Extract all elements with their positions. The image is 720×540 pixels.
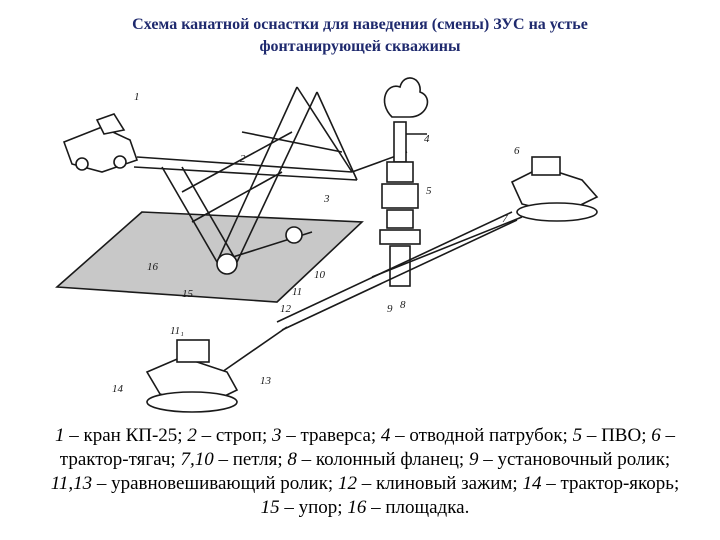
- label-7: 7: [502, 213, 508, 225]
- label-11: 11: [292, 286, 302, 298]
- label-6: 6: [514, 145, 520, 157]
- caption-num-9: 9: [468, 449, 479, 470]
- caption-num-13: 15: [260, 497, 280, 518]
- crane-boom-shape: [133, 86, 358, 275]
- caption-text-14: – площадка.: [366, 497, 470, 518]
- caption-num-12: 14: [522, 473, 542, 494]
- label-4: 4: [424, 133, 430, 145]
- label-15: 15: [182, 288, 194, 300]
- platform-shape: [55, 211, 364, 303]
- label-13: 13: [260, 375, 272, 387]
- caption-num-10: 11,13: [50, 473, 93, 494]
- caption-text-3: – траверса;: [281, 425, 381, 446]
- tractor-6-shape: [510, 156, 599, 222]
- title-line-2: фонтанирующей скважины: [259, 38, 461, 55]
- caption-num-8: 8: [287, 449, 297, 470]
- caption-text-6: – трактор-тягач;: [59, 425, 675, 470]
- caption-text-4: – отводной патрубок;: [390, 425, 573, 446]
- caption-num-3: 3: [272, 425, 282, 446]
- label-1: 1: [134, 91, 140, 103]
- slide-title: Схема канатной оснастки для наведения (с…: [40, 14, 680, 58]
- label-8: 8: [400, 299, 406, 311]
- caption-num-7: 7,10: [180, 449, 214, 470]
- caption-num-5: 5: [572, 425, 583, 446]
- caption-text-13: – упор;: [279, 497, 348, 518]
- label-3: 3: [323, 193, 330, 205]
- diagram-svg: 1 2 3 4 5 6 7 8 9 10 11 11₁ 12 13 14 15 …: [55, 77, 599, 413]
- rigging-diagram: 1 2 3 4 5 6 7 8 9 10 11 11₁ 12 13 14 15 …: [42, 72, 628, 420]
- wellhead-shape: [379, 121, 427, 287]
- caption-num-14: 16: [347, 497, 367, 518]
- caption-text-7: – петля;: [213, 449, 288, 470]
- caption-text-1: – кран КП-25;: [64, 425, 188, 446]
- caption-text-8: – колонный фланец;: [296, 449, 469, 470]
- caption-num-6: 6: [651, 425, 661, 446]
- cables-shape: [221, 211, 523, 373]
- caption-num-2: 2: [187, 425, 197, 446]
- figure-caption: 1 – кран КП-25; 2 – строп; 3 – траверса;…: [40, 424, 690, 520]
- caption-text-11: – клиновый зажим;: [356, 473, 523, 494]
- caption-num-11: 12: [337, 473, 357, 494]
- title-line-1: Схема канатной оснастки для наведения (с…: [132, 16, 588, 33]
- label-9: 9: [387, 303, 393, 315]
- caption-text-10: – уравновешивающий ролик;: [92, 473, 338, 494]
- caption-text-2: – строп;: [196, 425, 273, 446]
- gush-shape: [383, 77, 429, 118]
- tractor-14-shape: [145, 339, 239, 413]
- label-14: 14: [112, 383, 124, 395]
- caption-num-4: 4: [380, 425, 391, 446]
- caption-text-5: – ПВО;: [582, 425, 652, 446]
- caption-num-1: 1: [55, 425, 65, 446]
- crane-truck-shape: [62, 113, 139, 173]
- label-2: 2: [240, 153, 246, 165]
- label-10: 10: [314, 269, 326, 281]
- label-16: 16: [147, 261, 159, 273]
- label-5: 5: [426, 185, 432, 197]
- caption-text-12: – трактор-якорь;: [541, 473, 680, 494]
- caption-text-9: – установочный ролик;: [478, 449, 671, 470]
- label-11-1: 11₁: [170, 325, 184, 337]
- label-12: 12: [280, 303, 292, 315]
